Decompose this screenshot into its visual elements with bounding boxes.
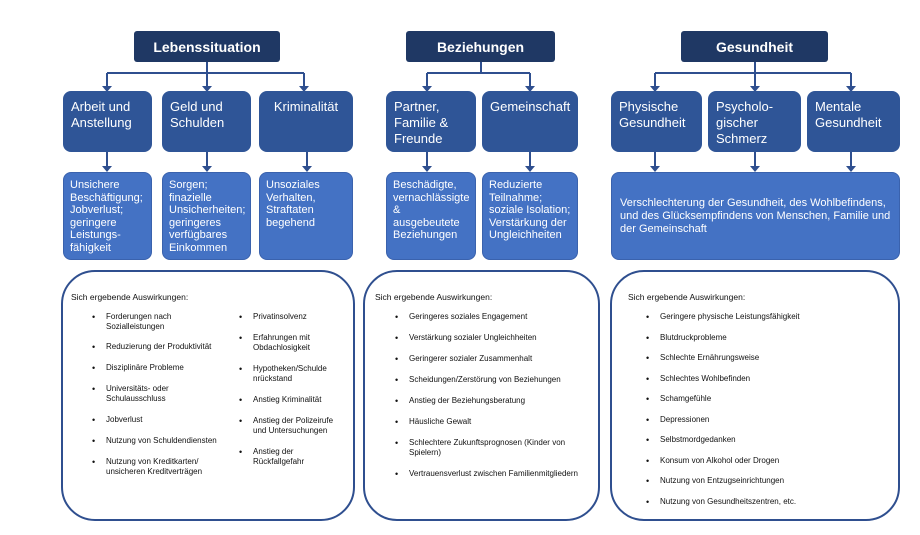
list-item: Geringerer sozialer Zusammenhalt (395, 354, 585, 364)
list-item: Schlechte Ernährungsweise (646, 353, 886, 363)
list-item: Reduzierung der Produktivität (92, 342, 222, 352)
list-item: Jobverlust (92, 415, 222, 425)
effect-gemeinschaft: Reduzierte Teilnahme; soziale Isolation;… (482, 172, 578, 260)
list-item: Universitäts- oder Schulausschluss (92, 384, 222, 404)
impacts-gesundheit: Sich ergebende Auswirkungen: Geringere p… (610, 270, 900, 521)
list-item: Selbstmordgedanken (646, 435, 886, 445)
list-item: Schamgefühle (646, 394, 886, 404)
list-item: Schlechtes Wohlbefinden (646, 374, 886, 384)
list-item: Schlechtere Zukunftsprognosen (Kinder vo… (395, 438, 585, 458)
list-item: Privatinsolvenz (239, 312, 337, 322)
list-item: Nutzung von Gesundheitszentren, etc. (646, 497, 886, 507)
impacts-beziehungen: Sich ergebende Auswirkungen: Geringeres … (363, 270, 600, 521)
box-partner-familie-freunde: Partner, Familie & Freunde (386, 91, 476, 152)
list-item: Scheidungen/Zerstörung von Beziehungen (395, 375, 585, 385)
impacts-title: Sich ergebende Auswirkungen: (71, 292, 189, 302)
box-kriminalitaet: Kriminalität (259, 91, 353, 152)
list-item: Nutzung von Kreditkarten/ unsicheren Kre… (92, 457, 222, 477)
list-item: Häusliche Gewalt (395, 417, 585, 427)
impacts-title: Sich ergebende Auswirkungen: (628, 292, 746, 302)
list-item: Depressionen (646, 415, 886, 425)
list-item: Anstieg Kriminalität (239, 395, 337, 405)
box-arbeit-und-anstellung: Arbeit und Anstellung (63, 91, 152, 152)
list-item: Blutdruckprobleme (646, 333, 886, 343)
list-item: Geringere physische Leistungsfähigkeit (646, 312, 886, 322)
header-gesundheit: Gesundheit (681, 31, 828, 62)
list-item: Erfahrungen mit Obdachlosigkeit (239, 333, 337, 353)
effect-gesundheit: Verschlechterung der Gesundheit, des Woh… (611, 172, 900, 260)
list-item: Verstärkung sozialer Ungleichheiten (395, 333, 585, 343)
effect-geld: Sorgen; finazielle Unsicherheiten; gerin… (162, 172, 251, 260)
list-item: Vertrauensverlust zwischen Familienmitgl… (395, 469, 585, 479)
header-beziehungen: Beziehungen (406, 31, 555, 62)
list-item: Nutzung von Schuldendiensten (92, 436, 222, 446)
impacts-list: Geringeres soziales Engagement Verstärku… (395, 312, 585, 479)
list-item: Nutzung von Entzugseinrichtungen (646, 476, 886, 486)
list-item: Anstieg der Rückfallgefahr (239, 447, 337, 467)
list-item: Disziplinäre Probleme (92, 363, 222, 373)
list-item: Anstieg der Beziehungsberatung (395, 396, 585, 406)
impacts-list-col2: Privatinsolvenz Erfahrungen mit Obdachlo… (239, 312, 337, 467)
box-physische-gesundheit: Physische Gesundheit (611, 91, 702, 152)
impacts-list-col1: Forderungen nach Sozialleistungen Reduzi… (92, 312, 222, 477)
box-mentale-gesundheit: Mentale Gesundheit (807, 91, 900, 152)
header-lebenssituation: Lebenssituation (134, 31, 280, 62)
impacts-title: Sich ergebende Auswirkungen: (375, 292, 493, 302)
box-gemeinschaft: Gemeinschaft (482, 91, 578, 152)
box-psychologischer-schmerz: Psycholo-gischer Schmerz (708, 91, 801, 152)
effect-partner: Beschädigte, vernachlässigte & ausgebeut… (386, 172, 476, 260)
impacts-list: Geringere physische Leistungsfähigkeit B… (646, 312, 886, 507)
list-item: Geringeres soziales Engagement (395, 312, 585, 322)
effect-arbeit: Unsichere Beschäftigung; Jobverlust; ger… (63, 172, 152, 260)
list-item: Forderungen nach Sozialleistungen (92, 312, 222, 332)
box-geld-und-schulden: Geld und Schulden (162, 91, 251, 152)
list-item: Hypotheken/Schulde nrückstand (239, 364, 337, 384)
list-item: Konsum von Alkohol oder Drogen (646, 456, 886, 466)
impacts-lebenssituation: Sich ergebende Auswirkungen: Forderungen… (61, 270, 355, 521)
effect-kriminalitaet: Unsoziales Verhalten, Straftaten begehen… (259, 172, 353, 260)
list-item: Anstieg der Polizeirufe und Untersuchung… (239, 416, 337, 436)
